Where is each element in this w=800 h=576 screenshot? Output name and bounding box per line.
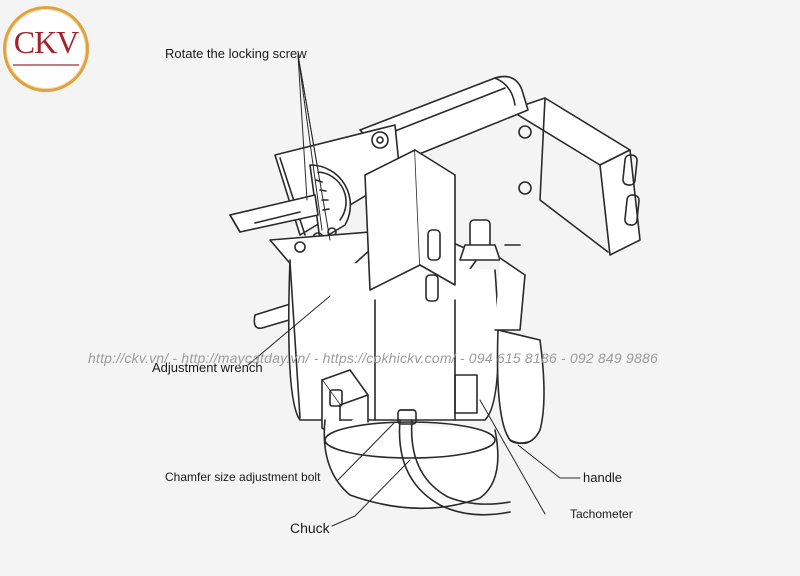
side-handle [496,329,545,445]
feed-knob [459,219,526,331]
clamp-jaw [229,194,319,233]
power-cable [397,409,511,516]
ckv-logo: CKV [3,6,89,92]
chuck-cylinder [323,419,499,510]
column-plate [364,149,456,302]
label-chamfer-bolt: Chamfer size adjustment bolt [165,470,321,484]
label-locking-screw: Rotate the locking screw [165,46,307,61]
leader-lines [247,54,581,527]
watermark-text: http://ckv.vn/ - http://maycatday.vn/ - … [88,350,658,366]
label-tachometer: Tachometer [570,507,633,521]
logo-circle [3,6,89,92]
logo-text: CKV [13,24,80,60]
label-adjustment-wrench: Adjustment wrench [152,360,263,375]
motor-body [287,259,500,421]
logo-underline [13,64,79,66]
mounting-bracket [509,97,641,256]
top-handle [359,75,529,166]
label-chuck: Chuck [290,520,330,536]
label-handle: handle [583,470,623,485]
